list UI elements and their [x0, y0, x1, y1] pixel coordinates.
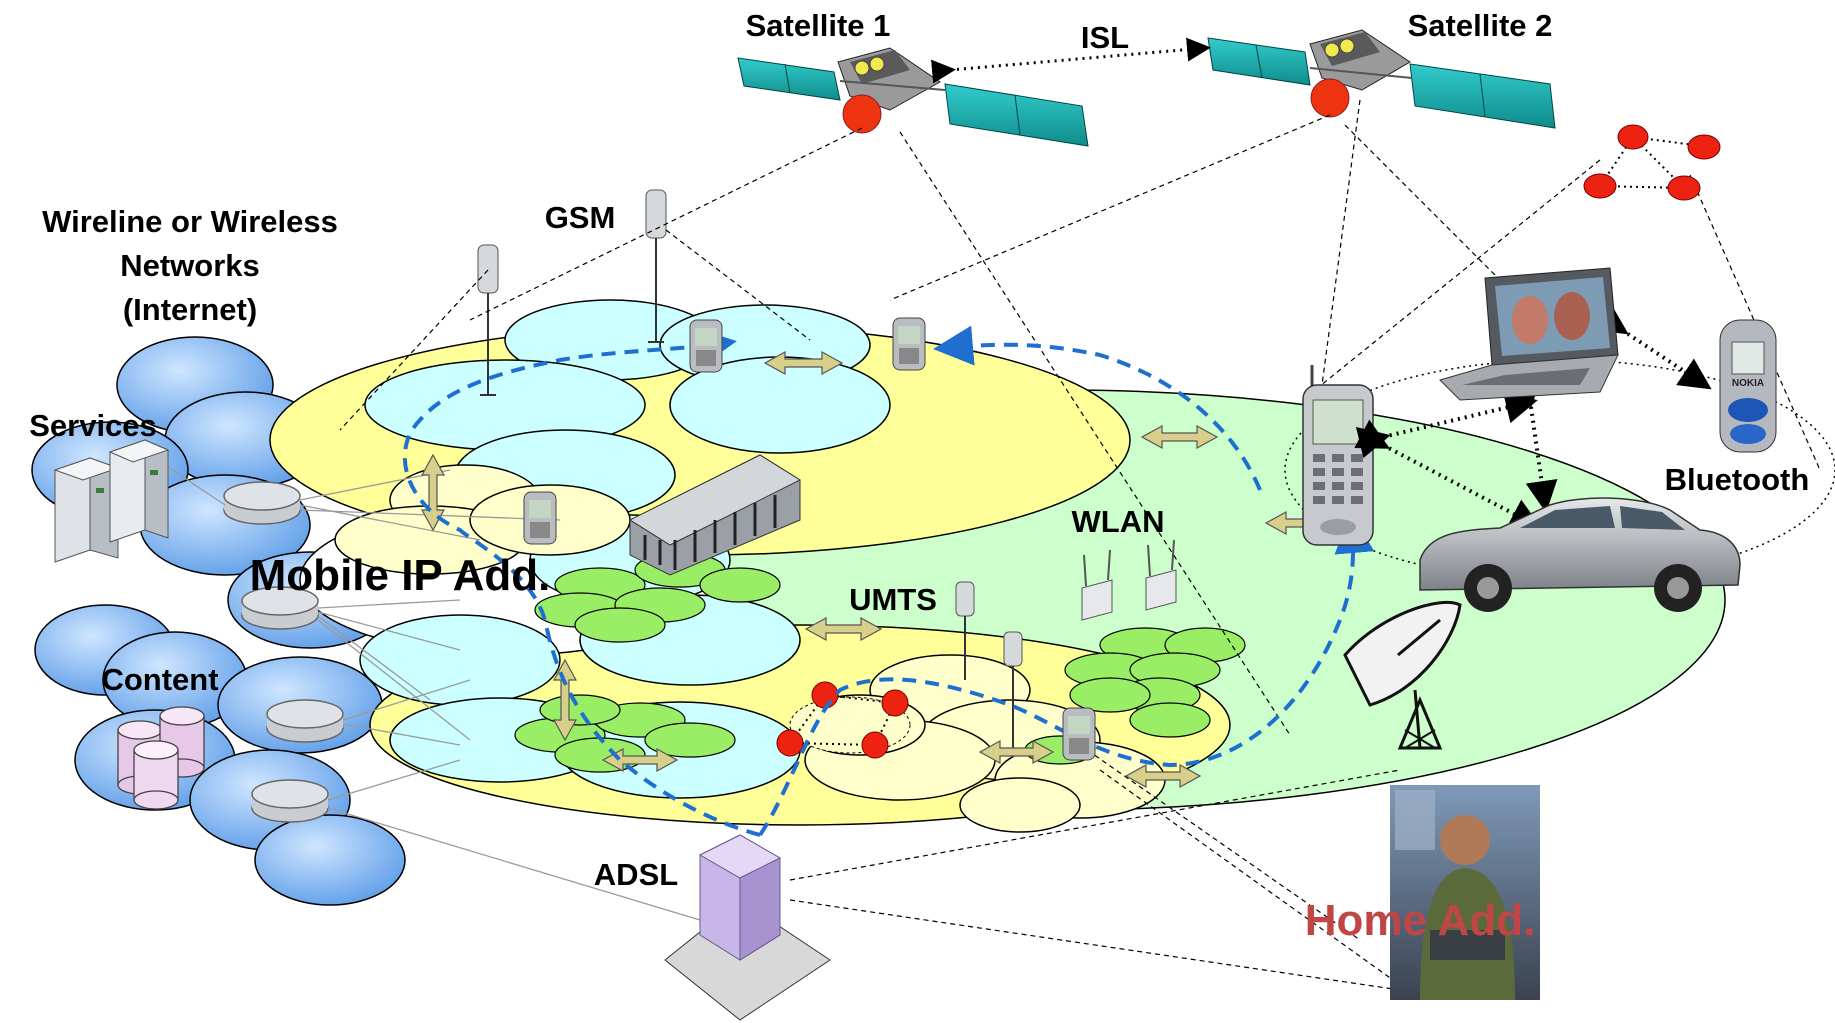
- router-icon: [251, 779, 329, 823]
- umts-label: UMTS: [849, 582, 937, 617]
- bluetooth-label: Bluetooth: [1665, 462, 1810, 497]
- pda-icon: [523, 491, 557, 545]
- server-icon: [53, 439, 170, 563]
- content-label: Content: [101, 662, 218, 697]
- satellite-2-icon: [1207, 29, 1556, 129]
- gsm-antenna-icon: [477, 244, 499, 396]
- satellite-dish-icon: [1343, 600, 1462, 750]
- pda-icon: [1062, 707, 1096, 761]
- person-photo: [1390, 785, 1540, 1000]
- satellite-1-icon: [737, 47, 1089, 147]
- wireline-networks-label-line2: Networks: [120, 248, 260, 283]
- gsm-label: GSM: [545, 200, 616, 235]
- wlan-access-point-icon: [1081, 549, 1113, 621]
- mobile-ip-address-label: Mobile IP Add.: [250, 551, 551, 600]
- umts-antenna-icon: [1003, 631, 1023, 756]
- large-pda-icon: [1302, 365, 1374, 546]
- pda-icon: [689, 319, 723, 373]
- mobile-phone-icon: NOKIA: [1719, 319, 1777, 453]
- satellite-2-label: Satellite 2: [1408, 8, 1553, 43]
- bluetooth-adhoc-network: [1583, 124, 1721, 201]
- wlan-label: WLAN: [1072, 504, 1165, 539]
- isl-link: [931, 37, 1211, 84]
- bluetooth-links: [1354, 303, 1712, 529]
- mobility-route: [758, 513, 1375, 837]
- router-icon: [223, 481, 301, 525]
- home-address-label: Home Add.: [1305, 896, 1536, 945]
- pda-icon: [892, 317, 926, 371]
- laptop-icon: [1439, 267, 1619, 401]
- wireline-networks-label-line3: (Internet): [123, 292, 257, 327]
- gsm-antenna-icon: [645, 189, 667, 343]
- car-icon: [1419, 497, 1741, 612]
- wireline-networks-label-line1: Wireline or Wireless: [42, 204, 338, 239]
- phone-brand-label: NOKIA: [1732, 378, 1764, 389]
- router-icon: [266, 699, 344, 743]
- mobility-route: [402, 327, 761, 837]
- satellite-1-label: Satellite 1: [746, 8, 891, 43]
- wlan-access-point-icon: [1145, 539, 1177, 611]
- isl-label: ISL: [1081, 20, 1129, 55]
- mobility-route: [933, 325, 1262, 491]
- adhoc-cluster: [776, 681, 911, 759]
- office-building-icon: [628, 454, 802, 576]
- home-building-icon: [664, 834, 831, 1021]
- router-icon: [241, 586, 319, 630]
- wlan-cells: [514, 552, 1246, 773]
- routers: [223, 481, 344, 823]
- services-label: Services: [29, 408, 157, 443]
- adsl-label: ADSL: [594, 857, 678, 892]
- database-icon: [117, 706, 205, 810]
- umts-antenna-icon: [955, 581, 975, 680]
